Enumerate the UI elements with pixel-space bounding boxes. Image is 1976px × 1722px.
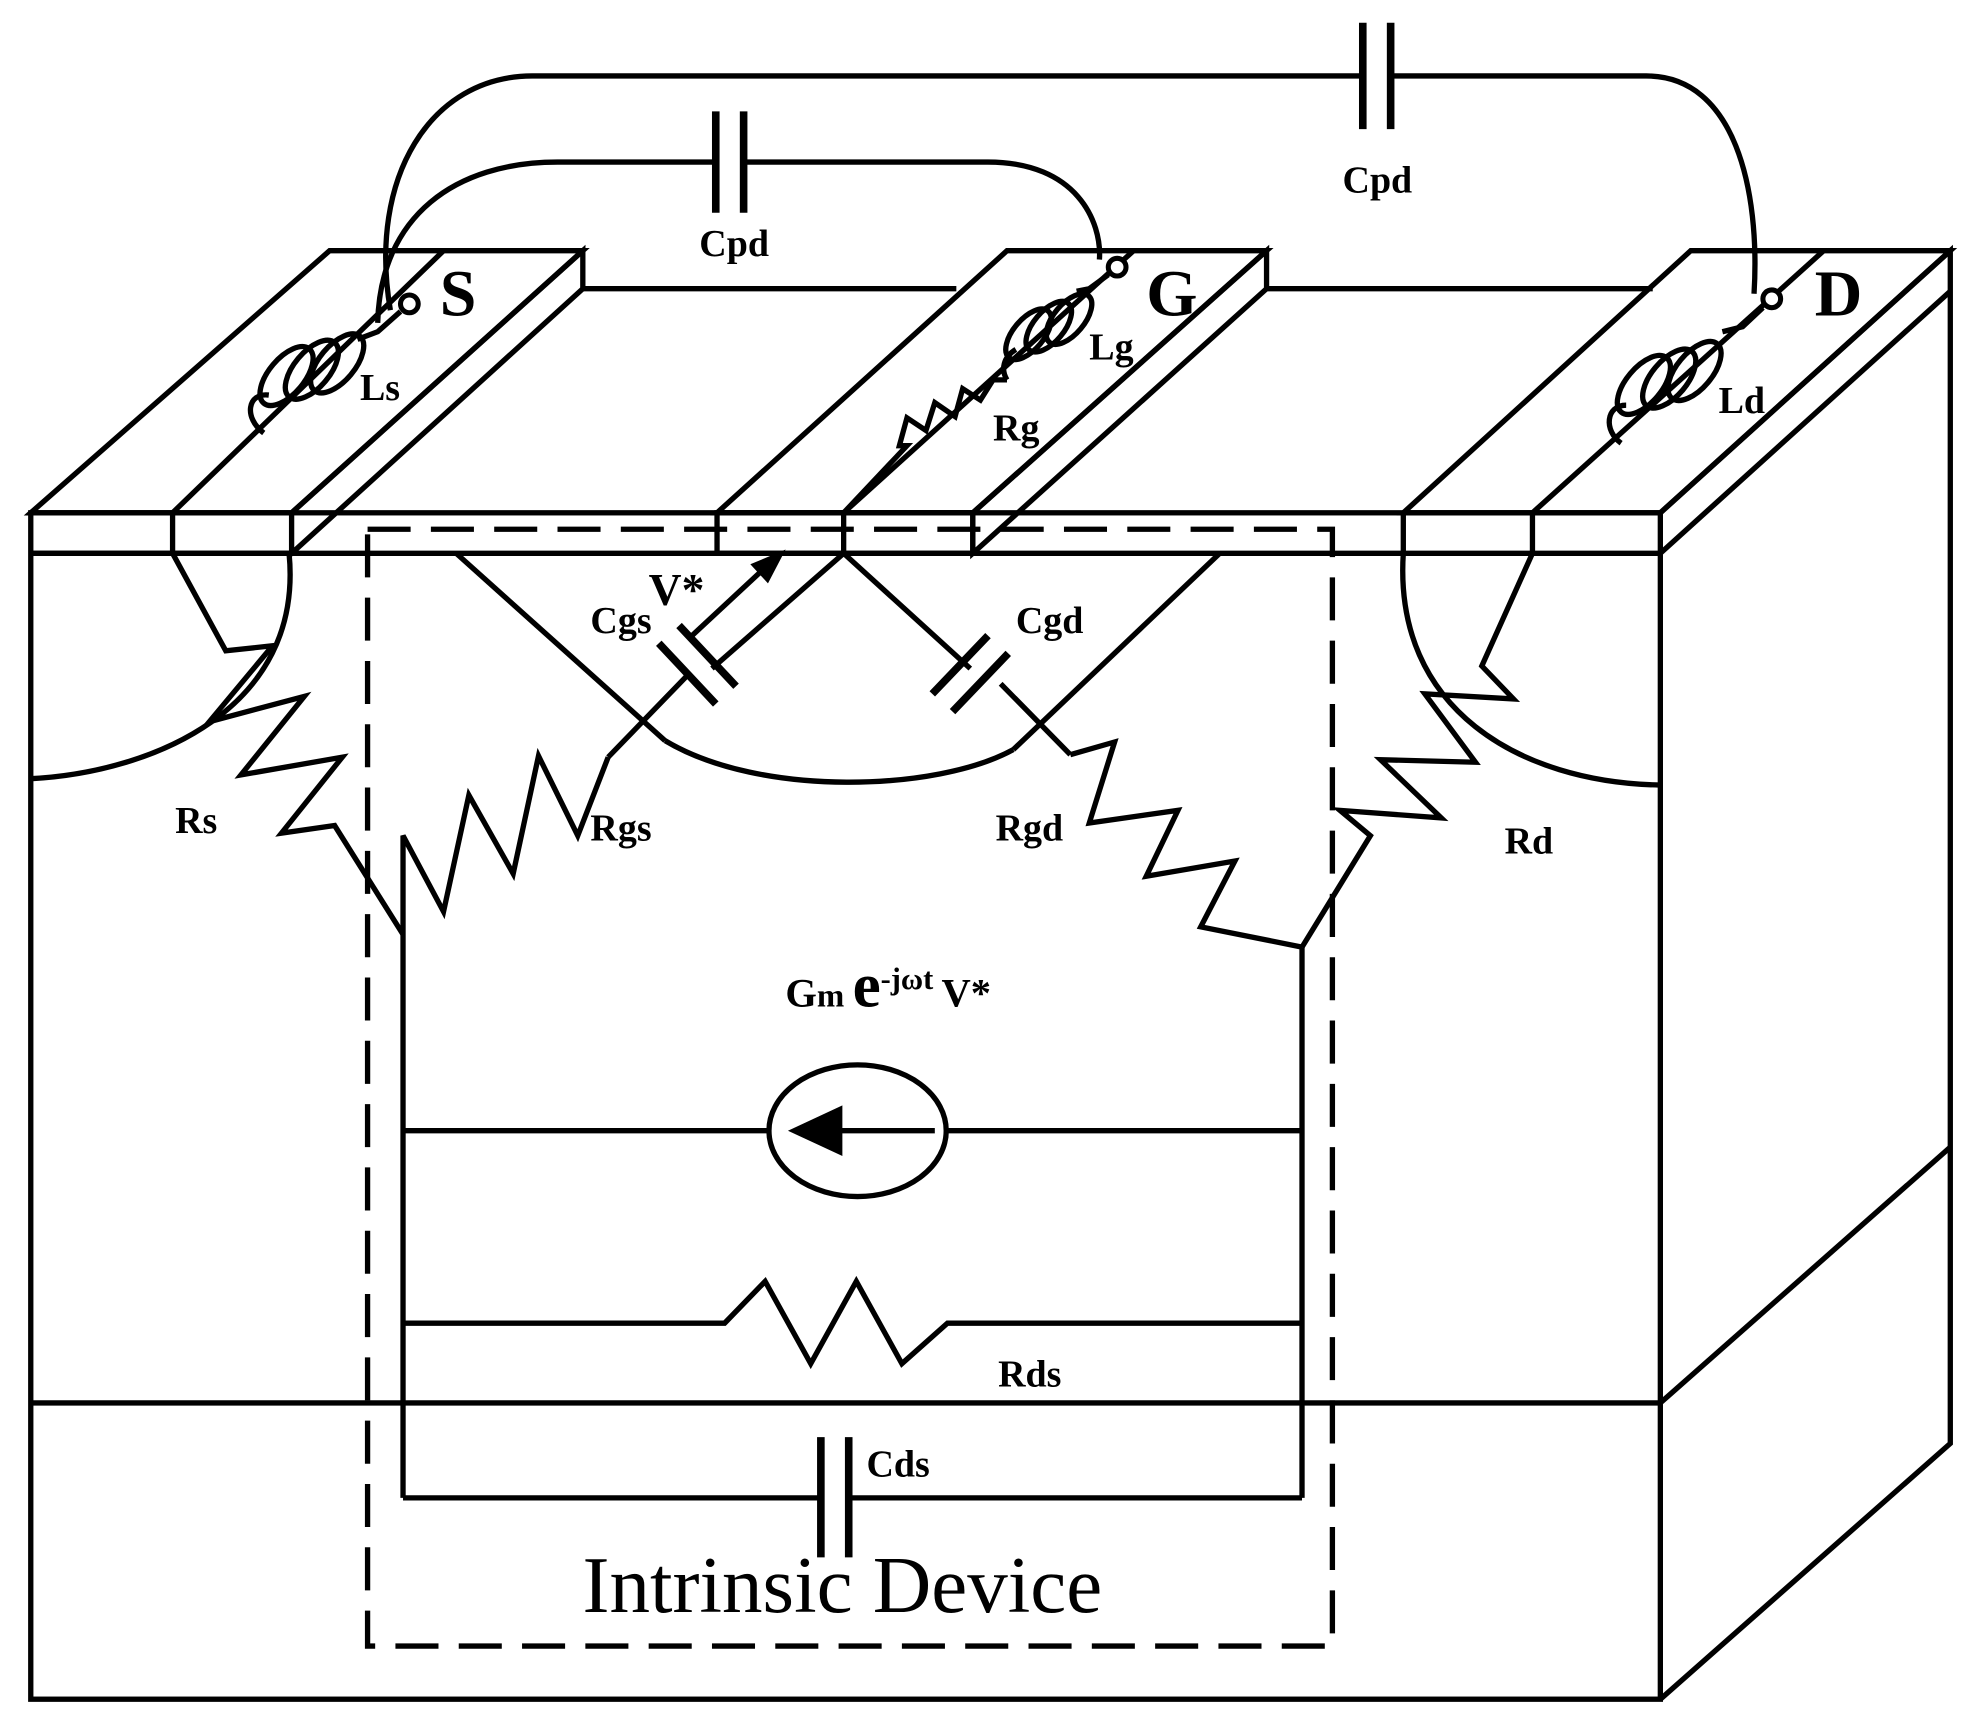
rd-resistor: [1299, 552, 1535, 949]
ld-lead-right: [1721, 305, 1765, 335]
vstar-arrow-shaft: [686, 570, 762, 642]
cgd-wire-top: [841, 551, 973, 671]
intrinsic-device-label: Intrinsic Device: [583, 1540, 1103, 1630]
cgs-wire-top: [710, 551, 846, 671]
gate-contact-side: [970, 244, 1270, 560]
ld-inductor: [1606, 305, 1765, 446]
gm-g: G: [785, 971, 817, 1016]
rg-label: Rg: [993, 408, 1039, 450]
rgs-resistor: [400, 747, 611, 935]
device-right-face-top-edge: [1658, 289, 1953, 556]
intrinsic-device-boundary: [364, 526, 1336, 1649]
cgd-label: Cgd: [1016, 600, 1084, 642]
channel-left-diagonal: [454, 551, 667, 743]
ld-coil-3: [1665, 338, 1724, 404]
device-right-face-substrate: [1658, 1145, 1953, 1405]
gm-m: m: [817, 979, 844, 1015]
drain-contact-top: [1396, 248, 1958, 516]
gate-terminal-label: G: [1146, 257, 1197, 330]
rgd-resistor: [1069, 738, 1303, 950]
cds-label: Cds: [866, 1443, 929, 1485]
rs-label: Rs: [175, 800, 217, 842]
cgd-plate-2: [949, 650, 1012, 715]
gm-v: V*: [941, 971, 991, 1016]
cgs-plate-1: [656, 640, 719, 707]
transconductance-label: Gm e-jωt V*: [785, 951, 991, 1021]
rs-resistor: [170, 552, 406, 936]
ld-lead-left: [1606, 402, 1627, 446]
rgs-label: Rgs: [590, 808, 651, 850]
drain-terminal-label: D: [1815, 257, 1863, 330]
lg-label: Lg: [1089, 327, 1133, 369]
channel-depletion-region: [663, 738, 1015, 785]
cpd-outer-label: Cpd: [1343, 159, 1413, 201]
current-source-arrow-head: [787, 1105, 843, 1157]
source-diffusion-region: [30, 553, 293, 782]
cpd-outer-wire-left: [383, 73, 1363, 311]
rd-label: Rd: [1505, 820, 1554, 862]
ls-inductor: [247, 309, 403, 436]
ls-label: Ls: [360, 367, 400, 409]
source-terminal-node: [397, 292, 421, 316]
cgs-label: Cgs: [590, 600, 651, 642]
lg-coil-3: [1043, 291, 1095, 347]
gm-e: e: [853, 951, 881, 1021]
gm-space-2: [933, 961, 941, 997]
source-terminal-label: S: [440, 257, 477, 330]
lg-inductor: [1001, 272, 1110, 382]
rgd-label: Rgd: [996, 808, 1064, 850]
cpd-inner-capacitor: [375, 111, 1103, 323]
cgs-wire-bottom: [606, 674, 689, 760]
ls-lead-left: [247, 392, 270, 436]
cpd-inner-label: Cpd: [699, 223, 769, 265]
ld-label: Ld: [1719, 380, 1765, 422]
vstar-arrow-head: [750, 549, 786, 584]
cgd-plate-1: [929, 632, 991, 697]
ls-coil-3: [307, 331, 367, 396]
rds-label: Rds: [998, 1353, 1061, 1395]
gm-space: [844, 979, 852, 1015]
lg-lead-right: [1076, 272, 1110, 294]
cpd-outer-wire-right: [1390, 73, 1758, 294]
rds-resistor: [403, 1275, 1303, 1370]
device-right-face: [1658, 244, 1953, 1702]
gate-terminal-node: [1105, 255, 1129, 279]
cpd-inner-wire-right: [743, 159, 1103, 260]
channel-right-diagonal: [1011, 551, 1222, 752]
drain-terminal-node: [1760, 287, 1784, 311]
cpd-outer-capacitor: [383, 22, 1758, 311]
ls-lead-right: [356, 309, 403, 342]
source-contact: [23, 244, 590, 560]
cpd-inner-wire-left: [375, 159, 716, 323]
cgd-wire-bottom: [998, 681, 1073, 757]
lg-coil-2: [1023, 298, 1075, 355]
drain-diffusion-region: [1400, 553, 1661, 788]
vstar-label: V*: [649, 564, 705, 615]
source-contact-side: [288, 244, 586, 560]
gm-exponent: -jωt: [881, 962, 934, 996]
rg-resistor: [841, 377, 1007, 515]
